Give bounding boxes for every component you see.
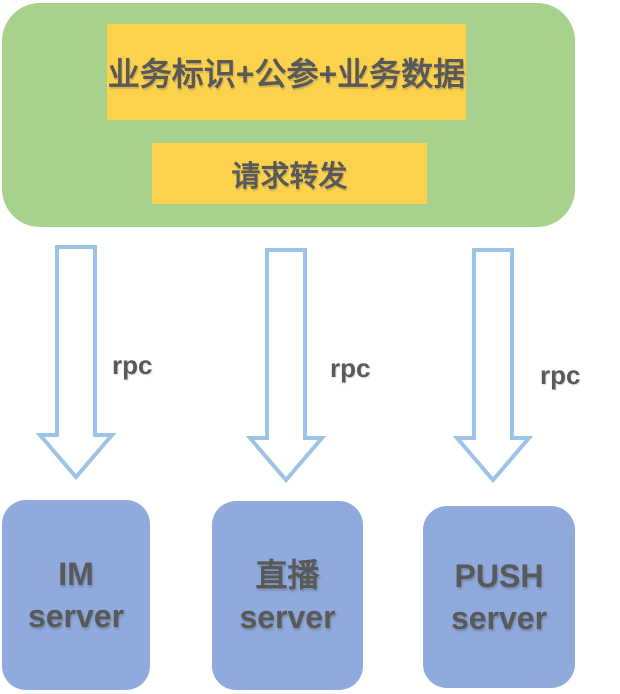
request-forward-label: 请求转发 bbox=[231, 160, 348, 193]
im-server-box: IM server bbox=[2, 500, 150, 690]
request-data-label: 业务标识+公参+业务数据 bbox=[107, 56, 466, 92]
server-name: PUSH bbox=[454, 558, 544, 594]
rpc-label: rpc bbox=[112, 350, 153, 380]
rpc-label: rpc bbox=[330, 353, 371, 383]
down-arrow-icon bbox=[36, 245, 116, 481]
request-forward-box: 请求转发 bbox=[152, 143, 427, 204]
server-suffix: server bbox=[239, 598, 336, 635]
down-arrow-icon bbox=[246, 248, 326, 484]
request-data-box: 业务标识+公参+业务数据 bbox=[107, 24, 466, 120]
server-suffix: server bbox=[450, 600, 548, 636]
down-arrow-icon bbox=[453, 248, 533, 484]
server-name: 直播 bbox=[255, 556, 320, 593]
server-suffix: server bbox=[27, 598, 125, 634]
gateway-box: 业务标识+公参+业务数据 请求转发 bbox=[2, 3, 575, 227]
server-name: IM bbox=[58, 556, 94, 592]
rpc-label: rpc bbox=[540, 360, 581, 390]
live-server-box: 直播 server bbox=[212, 501, 363, 690]
push-server-box: PUSH server bbox=[423, 506, 575, 688]
